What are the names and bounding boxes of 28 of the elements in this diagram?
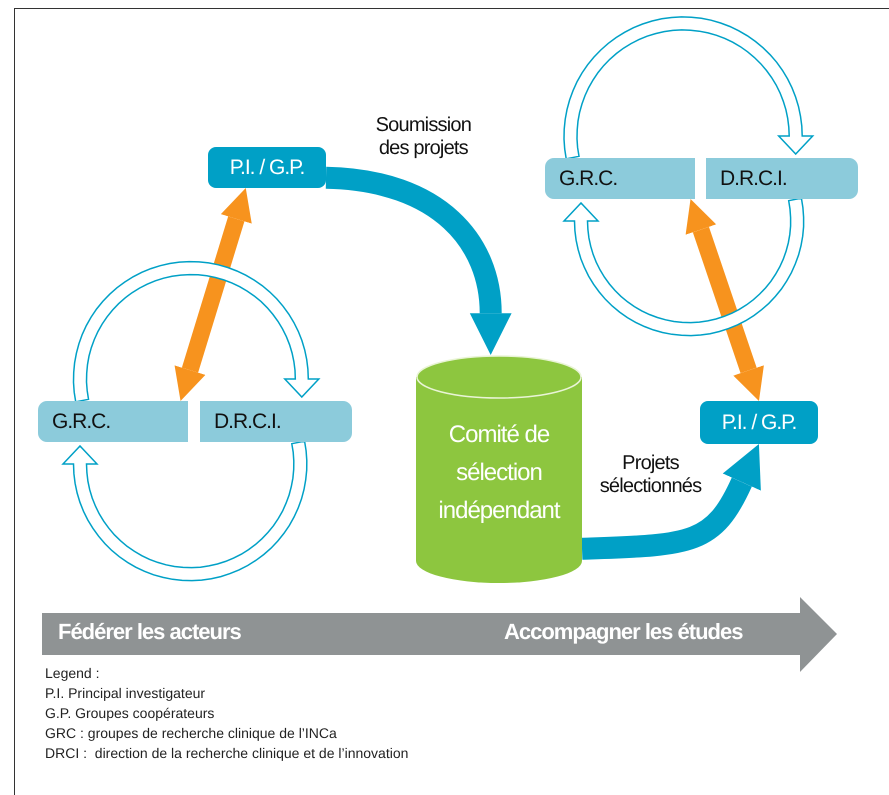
arrow — [686, 199, 764, 401]
arrow — [325, 166, 512, 355]
stage-label: Fédérer les acteurs — [58, 619, 241, 645]
node-label: Comité de sélection indépendant — [437, 420, 562, 526]
node-label: G.R.C. — [52, 410, 110, 434]
legend-text: GRC : groupes de recherche clinique de l’INCa — [45, 725, 337, 741]
node-label: P.I. / G.P. — [230, 156, 304, 180]
legend-text: G.P. Groupes coopérateurs — [45, 705, 214, 721]
cycle-arrow — [562, 197, 804, 336]
group-box — [545, 158, 695, 199]
group-box — [706, 158, 858, 199]
cycle-arrow — [61, 440, 308, 582]
node-label: G.R.C. — [559, 166, 618, 190]
arrow — [582, 444, 761, 560]
actor-box — [208, 147, 326, 188]
legend-text: DRCI : direction de la recherche clinique et de l’innovation — [45, 745, 408, 761]
legend-text: P.I. Principal investigateur — [45, 685, 206, 701]
node-label: D.R.C.I. — [214, 410, 281, 434]
actor-box — [700, 401, 818, 444]
stage-label: Accompagner les études — [504, 619, 742, 645]
group-box — [200, 401, 352, 442]
cycle-arrow — [72, 260, 321, 403]
node-label: D.R.C.I. — [720, 166, 787, 190]
cycle-arrow — [563, 16, 814, 160]
legend-text: Legend : — [45, 665, 100, 681]
group-box — [38, 401, 188, 442]
arrow — [174, 188, 252, 401]
node-label: P.I. / G.P. — [722, 410, 796, 434]
